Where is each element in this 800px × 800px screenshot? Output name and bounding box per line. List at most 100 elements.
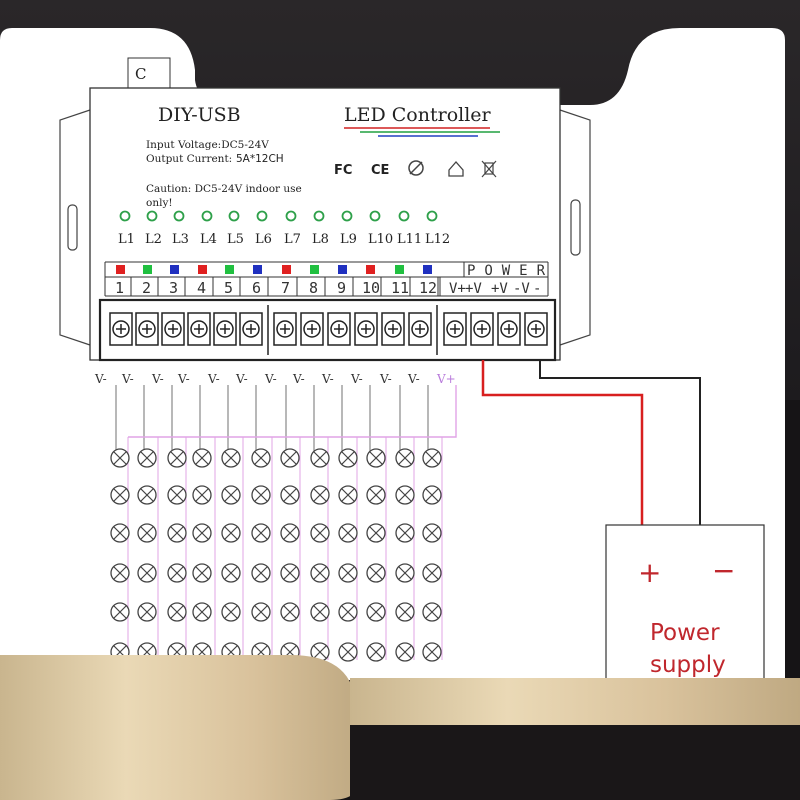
common-positive-bus [128,385,457,438]
led-bulb-r6-c10 [366,642,386,662]
channel-color-swatch-4 [198,265,207,274]
led-bulb-r5-c3 [167,602,187,622]
led-bulb-r3-c9 [338,523,358,543]
wire-label-v-minus-4: V- [177,372,190,386]
led-bulb-r5-c12 [422,602,442,622]
led-bulb-r5-c11 [395,602,415,622]
led-bulb-r2-c3 [167,485,187,505]
led-bulb-r4-c4 [192,563,212,583]
wire-label-v-minus-9: V- [321,372,334,386]
terminal-number-6: 6 [252,279,261,297]
led-bulb-r2-c1 [110,485,130,505]
channel-label-5: L5 [227,232,244,247]
power-label: POWER [467,263,546,279]
led-bulb-r3-c11 [395,523,415,543]
led-bulb-r4-c5 [221,563,241,583]
led-bulb-r6-c6 [251,642,271,662]
led-bulb-r3-c7 [280,523,300,543]
led-bulb-r1-c8 [310,448,330,468]
screw-terminal-7 [273,312,297,346]
led-bulb-r2-c2 [137,485,157,505]
channel-color-swatch-8 [310,265,319,274]
channel-label-7: L7 [284,232,301,247]
led-bulb-r5-c10 [366,602,386,622]
wire-label-v-minus-8: V- [292,372,305,386]
terminal-number-9: 9 [337,279,346,297]
led-bulb-r1-c5 [221,448,241,468]
status-led-7 [285,210,297,222]
right-mount-slot [570,199,581,256]
led-bulb-r5-c1 [110,602,130,622]
led-bulb-r5-c7 [280,602,300,622]
led-bulb-r4-c2 [137,563,157,583]
led-bulb-r1-c10 [366,448,386,468]
wire-label-v-minus-10: V- [350,372,363,386]
led-bulb-r2-c8 [310,485,330,505]
led-bulb-r4-c3 [167,563,187,583]
power-terminal-label-3: +V [491,281,508,297]
status-led-12 [426,210,438,222]
screw-terminal-8 [300,312,324,346]
led-bulb-r1-c1 [110,448,130,468]
led-bulb-r4-c12 [422,563,442,583]
status-led-5 [228,210,240,222]
power-supply-minus: − [712,554,735,587]
input-voltage-text: Input Voltage:DC5-24V [146,139,269,151]
status-led-6 [256,210,268,222]
led-bulb-r3-c6 [251,523,271,543]
channel-color-swatch-6 [253,265,262,274]
led-bulb-r5-c9 [338,602,358,622]
led-bulb-r2-c6 [251,485,271,505]
led-bulb-r2-c7 [280,485,300,505]
led-bulb-r5-c4 [192,602,212,622]
led-bulb-r1-c11 [395,448,415,468]
left-mount-slot [67,204,78,251]
wire-label-v-plus: V+ [436,372,456,386]
channel-label-4: L4 [200,232,217,247]
channel-color-swatch-9 [338,265,347,274]
power-terminal-label-row: V++V+V-V- [449,281,541,297]
led-bulb-r6-c12 [422,642,442,662]
output-current-label: Output Current: [146,153,232,165]
status-led-3 [173,210,185,222]
wire-label-v-minus-3: V- [151,372,164,386]
led-bulb-r1-c4 [192,448,212,468]
led-bulb-r5-c2 [137,602,157,622]
wire-label-v-minus-7: V- [264,372,277,386]
led-bulb-r2-c4 [192,485,212,505]
screw-terminal-9 [327,312,351,346]
led-bulb-grid [110,448,442,662]
terminal-number-11: 11 [391,279,409,297]
power-supply-label-line2: supply [650,652,726,678]
screw-terminal-16 [524,312,548,346]
connector-label: C [135,65,146,83]
channel-color-swatch-7 [282,265,291,274]
wire-label-v-minus-1: V- [94,372,107,386]
weee-bin-icon [481,160,497,178]
screw-terminal-10 [354,312,378,346]
wire-label-v-minus-11: V- [379,372,392,386]
led-bulb-r5-c5 [221,602,241,622]
screw-terminal-5 [213,312,237,346]
led-bulb-r2-c9 [338,485,358,505]
channel-label-8: L8 [312,232,329,247]
status-led-1 [119,210,131,222]
led-bulb-r6-c3 [167,642,187,662]
led-bulb-r2-c5 [221,485,241,505]
led-wiring: V-V-V-V-V-V-V-V-V-V-V-V-V+ [94,372,457,660]
red-positive-wire [481,360,644,525]
channel-color-swatch-1 [116,265,125,274]
led-bulb-r6-c11 [395,642,415,662]
terminal-number-5: 5 [224,279,233,297]
terminal-number-4: 4 [197,279,206,297]
black-negative-wire [539,360,701,525]
screw-terminal-13 [443,312,467,346]
channel-label-11: L11 [397,232,422,247]
led-bulb-r5-c8 [310,602,330,622]
channel-label-12: L12 [425,232,450,247]
led-bulb-r3-c2 [137,523,157,543]
screw-terminal-3 [161,312,185,346]
screw-terminal-14 [470,312,494,346]
